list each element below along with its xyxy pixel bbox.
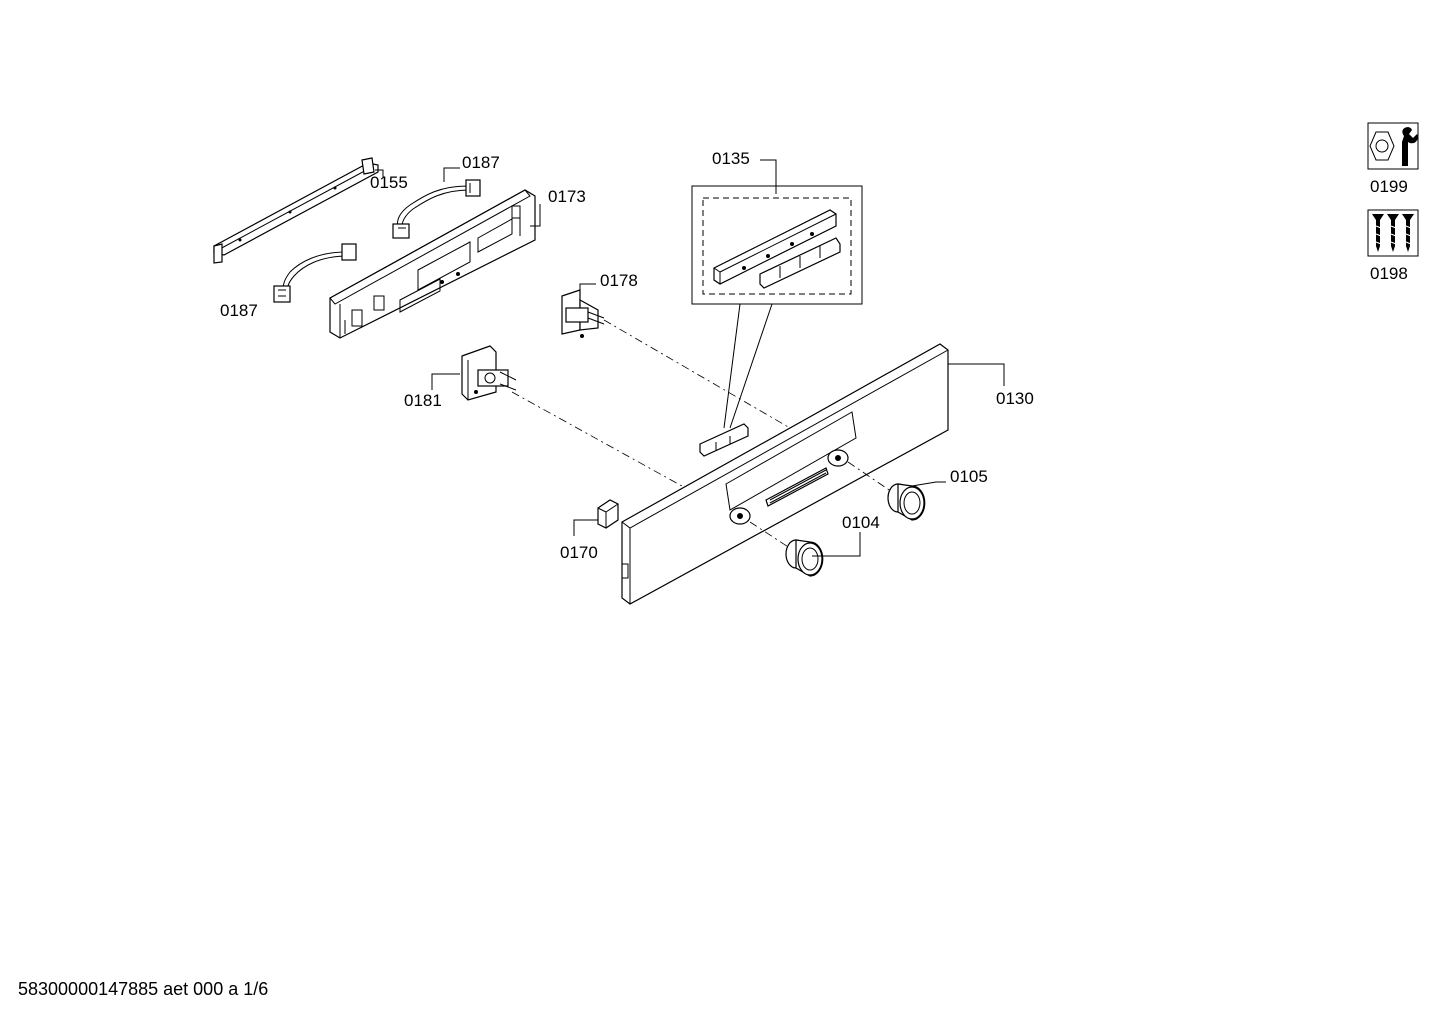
part-0187-lower-harness[interactable] bbox=[273, 243, 357, 303]
label-0155: 0155 bbox=[370, 173, 408, 192]
part-0105-knob[interactable] bbox=[887, 483, 926, 521]
part-0170-switch[interactable] bbox=[597, 499, 619, 529]
label-0187-lower: 0187 bbox=[220, 301, 258, 320]
part-0181-switch-block[interactable] bbox=[461, 345, 517, 401]
label-0199: 0199 bbox=[1370, 177, 1408, 196]
part-0155-rail[interactable] bbox=[213, 157, 379, 264]
part-0173-board-bracket[interactable] bbox=[329, 189, 536, 339]
part-0187-upper-harness[interactable] bbox=[392, 179, 481, 239]
label-0130: 0130 bbox=[996, 389, 1034, 408]
part-0135-button-strip-detail[interactable] bbox=[691, 185, 863, 305]
part-0135-button-strip[interactable] bbox=[699, 423, 749, 457]
wrench-icon[interactable] bbox=[1367, 122, 1419, 170]
alignment-line-0105 bbox=[847, 461, 899, 497]
label-0104: 0104 bbox=[842, 513, 880, 532]
label-0181: 0181 bbox=[404, 391, 442, 410]
part-0178-switch[interactable] bbox=[561, 289, 605, 338]
label-0178: 0178 bbox=[600, 271, 638, 290]
label-0135: 0135 bbox=[712, 149, 750, 168]
screws-icon[interactable] bbox=[1367, 209, 1419, 257]
alignment-line-0178 bbox=[603, 319, 791, 429]
alignment-line-0181 bbox=[511, 391, 701, 497]
label-0198: 0198 bbox=[1370, 264, 1408, 283]
label-0170: 0170 bbox=[560, 543, 598, 562]
part-0130-front-panel[interactable] bbox=[621, 343, 949, 605]
part-0104-knob[interactable] bbox=[785, 539, 824, 577]
label-0173: 0173 bbox=[548, 187, 586, 206]
label-0105: 0105 bbox=[950, 467, 988, 486]
drawing-reference-footer: 58300000147885 aet 000 a 1/6 bbox=[18, 979, 269, 999]
label-0187-upper: 0187 bbox=[462, 153, 500, 172]
